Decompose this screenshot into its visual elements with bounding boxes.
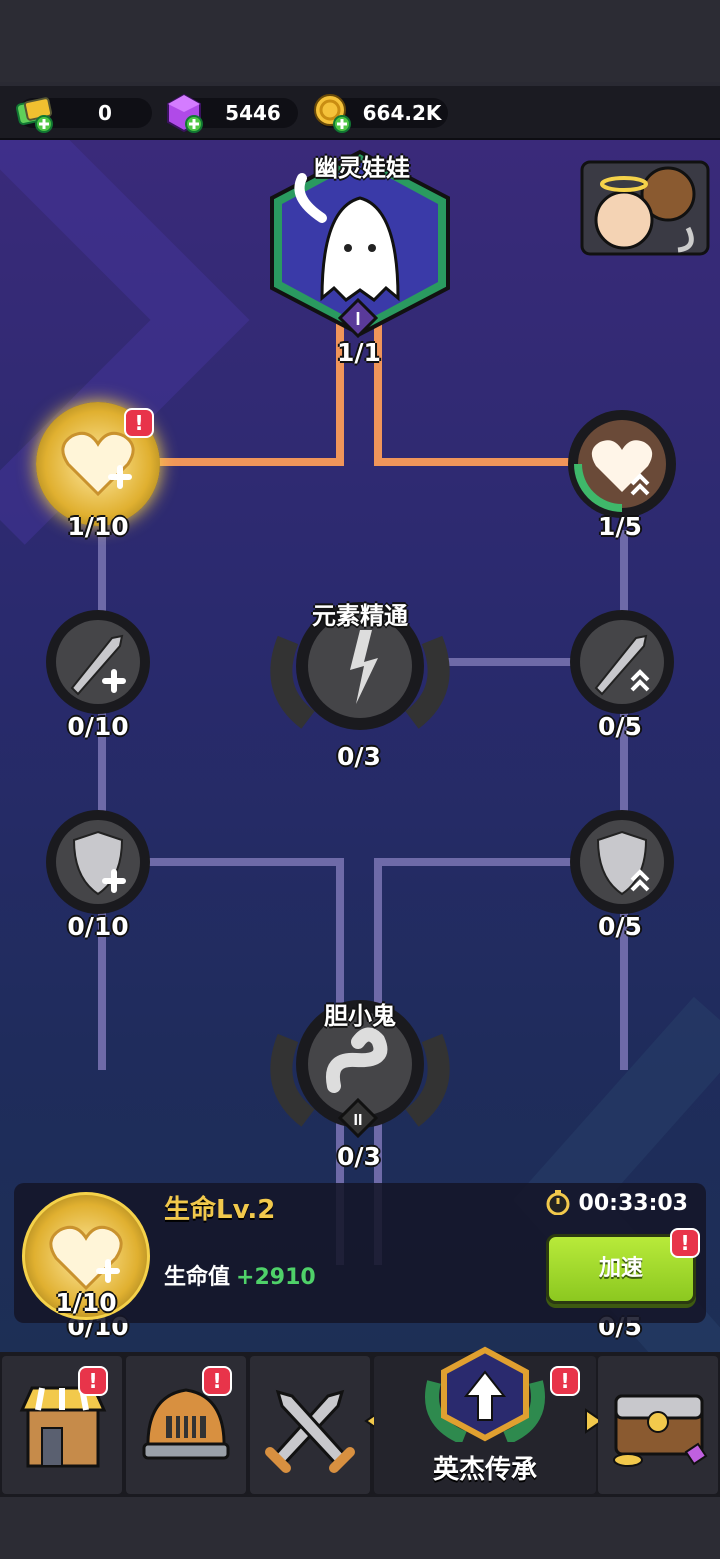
talent-tree-board: I 幽灵娃娃 1/1 ! 1/10 1/5 0/10 元素精 — [0, 140, 720, 1352]
gem-icon — [167, 93, 203, 133]
attack-boost-count: 0/5 — [598, 712, 642, 741]
nav-hero-legacy-label: 英杰传承 — [432, 1455, 537, 1485]
gem-value: 5446 — [225, 101, 281, 125]
detail-stat: 生命值+2910 — [164, 1259, 316, 1291]
life-boost-node[interactable] — [564, 406, 680, 522]
detail-count: 1/10 — [55, 1288, 117, 1317]
defense-boost-node[interactable] — [566, 806, 678, 918]
hero-swap-button[interactable] — [578, 158, 712, 258]
helmet-icon — [142, 1388, 230, 1460]
status-bar — [0, 0, 720, 82]
stopwatch-icon — [546, 1190, 570, 1216]
detail-title: 生命Lv.2 — [164, 1195, 276, 1225]
life-node-alert: ! — [124, 408, 154, 438]
life-boost-count: 1/5 — [598, 512, 642, 541]
ticket-value: 0 — [98, 101, 112, 125]
ghost-doll-node[interactable] — [262, 148, 458, 338]
ghost-doll-label: 幽灵娃娃 — [314, 154, 410, 182]
life-node-count: 1/10 — [67, 512, 129, 541]
crossed-swords-icon — [265, 1389, 355, 1473]
equipment-alert: ! — [202, 1366, 232, 1396]
defense-plus-count: 0/10 — [67, 912, 129, 941]
currency-bar: 0 5446 664.2K — [0, 86, 720, 140]
bottom-nav: ! ! 英杰传承 ! — [0, 1346, 720, 1497]
shop-icon — [19, 1386, 107, 1468]
gold-counter[interactable]: 664.2K — [314, 94, 448, 133]
element-mastery-label: 元素精通 — [312, 602, 408, 630]
element-mastery-node[interactable] — [268, 600, 452, 740]
heart-plus-icon — [61, 431, 135, 497]
tier-ii-text: II — [354, 1112, 363, 1129]
gold-coin-icon — [314, 94, 351, 133]
ticket-icon — [15, 97, 53, 133]
coward-count: 0/3 — [337, 1142, 381, 1171]
attack-plus-count: 0/10 — [67, 712, 129, 741]
attack-boost-node[interactable] — [566, 606, 678, 718]
treasure-chest-icon — [613, 1394, 708, 1467]
gold-value: 664.2K — [362, 101, 442, 125]
coward-label: 胆小鬼 — [324, 1002, 396, 1030]
ghost-doll-count: 1/1 — [337, 338, 381, 367]
timer-value: 00:33:03 — [578, 1191, 688, 1216]
hero-legacy-icon — [425, 1346, 545, 1442]
detail-heart-icon — [49, 1225, 123, 1291]
nav-battle[interactable] — [250, 1356, 370, 1494]
nav-right-arrow-icon[interactable] — [584, 1408, 604, 1434]
ticket-counter[interactable]: 0 — [15, 97, 152, 133]
tier-text: I — [355, 309, 360, 329]
shop-alert: ! — [78, 1366, 108, 1396]
nav-equipment[interactable]: ! — [126, 1356, 246, 1494]
hero-legacy-alert: ! — [550, 1366, 580, 1396]
stat-label: 生命值 — [164, 1265, 231, 1290]
tier-badge: I — [338, 298, 378, 338]
system-nav-bar — [0, 1497, 720, 1559]
gem-counter[interactable]: 5446 — [167, 93, 298, 133]
nav-shop[interactable]: ! — [2, 1356, 122, 1494]
defense-plus-node[interactable] — [42, 806, 154, 918]
nav-hero-legacy[interactable]: 英杰传承 ! — [374, 1346, 596, 1494]
nav-chest[interactable] — [598, 1356, 718, 1494]
speed-up-alert: ! — [670, 1228, 700, 1258]
attack-plus-node[interactable] — [42, 606, 154, 718]
defense-boost-count: 0/5 — [598, 912, 642, 941]
upgrade-timer: 00:33:03 — [545, 1189, 688, 1216]
coward-node[interactable] — [268, 998, 452, 1138]
stat-value: +2910 — [236, 1265, 316, 1290]
element-mastery-count: 0/3 — [337, 742, 381, 771]
tier-badge-ii: II — [338, 1098, 378, 1138]
